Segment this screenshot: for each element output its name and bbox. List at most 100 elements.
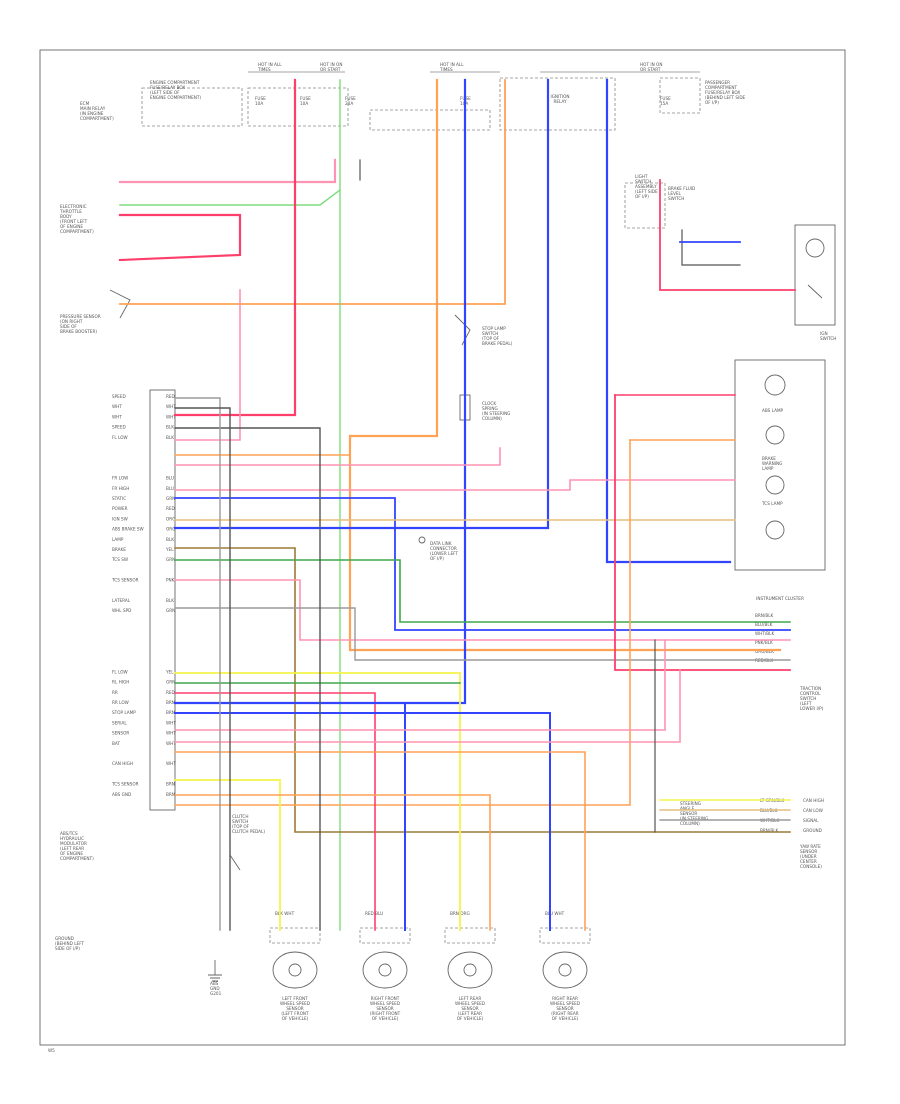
pin-label: TCS SW	[111, 557, 128, 562]
tcs-lamp-label: TCS LAMP	[761, 501, 783, 506]
right-rear-sensor-wire-label: BLU WHT	[545, 911, 565, 916]
pin-label: SENSOR	[112, 731, 129, 736]
wire-yellow-lf	[174, 779, 281, 931]
wire-code-label: WHT	[166, 414, 176, 419]
instrument-cluster-label: INSTRUMENT CLUSTER	[756, 596, 804, 601]
wire-code-label: YEL	[165, 669, 174, 674]
pin-label: SERIAL	[112, 720, 127, 725]
pin-label: WHT	[112, 404, 122, 409]
warning-lamp-icon	[765, 520, 785, 540]
page-border	[39, 49, 846, 1046]
right-front-sensor-wire-label: RED BLU	[365, 911, 383, 916]
bottom-right-connector-label: BRN/BLK	[760, 828, 779, 833]
wire-code-label: GRN	[166, 557, 175, 562]
wire-code-label: BLK	[166, 598, 174, 603]
wire-blue-3	[605, 78, 732, 564]
pin-label: BAT	[112, 741, 120, 746]
left-rear-sensor-core	[463, 963, 477, 977]
pin-label: WHL SPD	[112, 608, 131, 613]
right-rear-sensor-icon	[542, 951, 588, 989]
pin-label: SPEED	[112, 425, 126, 430]
wire-code-label: GRN	[166, 608, 175, 613]
right-front-sensor-connector	[359, 927, 411, 944]
wire-code-label: RED	[166, 690, 175, 695]
data-link-dot	[418, 536, 426, 544]
left-front-sensor-connector	[269, 927, 321, 944]
pin-label: WHT	[112, 414, 122, 419]
wire-pink-bus	[174, 579, 791, 641]
pin-label: FL LOW	[112, 669, 128, 674]
pin-label: STOP LAMP	[112, 710, 136, 715]
bottom-right-pin-label: GROUND	[803, 828, 822, 833]
left-front-sensor-core	[288, 963, 302, 977]
wire-top-pink	[118, 158, 337, 184]
right-connector-label: BLU/BLK	[755, 622, 773, 627]
wire-code-label: ORG	[166, 516, 175, 521]
pin-label: POWER	[112, 506, 128, 511]
abs-lamp-label: ABS LAMP	[762, 408, 784, 413]
left-rear-sensor-connector	[444, 927, 496, 944]
fuse-box-relay	[369, 109, 491, 131]
wire-code-label: WHT	[166, 720, 176, 725]
left-front-sensor-icon	[272, 951, 318, 989]
pin-label: RL HIGH	[112, 680, 129, 685]
wire-pink-v	[174, 289, 241, 441]
pin-label: BRAKE	[112, 547, 126, 552]
wire-code-label: BLK	[166, 425, 174, 430]
ground-icon	[208, 960, 222, 982]
wire-pink-cluster	[174, 479, 736, 491]
wire-code-label: PNK	[166, 578, 175, 583]
fuse-box-mid	[247, 87, 349, 127]
wire-code-label: BLU	[166, 486, 174, 491]
wire-pink-mid	[174, 447, 501, 466]
wire-orange-rr	[174, 751, 586, 931]
pressure-sensor-symbol	[109, 289, 131, 319]
wire-code-label: BRN	[166, 700, 175, 705]
pin-label: RR	[112, 690, 118, 695]
pin-label: IGN SW	[112, 516, 128, 521]
wire-gray-gnd	[174, 397, 221, 931]
wire-orange-lr	[174, 794, 491, 931]
wire-orange-down	[174, 439, 631, 806]
ignition-switch-icon	[805, 238, 825, 258]
right-rear-sensor-connector	[539, 927, 591, 944]
pin-label: ABS GND	[112, 792, 131, 797]
right-front-sensor-core	[378, 963, 392, 977]
wire-brown-bus	[174, 547, 791, 833]
wire-red-right	[659, 179, 796, 291]
wire-black-right	[681, 229, 741, 266]
pin-label: FR LOW	[112, 476, 128, 481]
pin-label: TCS SENSOR	[111, 578, 139, 583]
wire-red-main	[173, 78, 297, 417]
right-connector-label: ORG/BLK	[755, 649, 774, 654]
right-connector-label: PNK/BLK	[755, 640, 773, 645]
pin-label: STATIC	[112, 496, 126, 501]
wire-blue-2	[173, 78, 550, 530]
wire-gray-bus	[174, 607, 791, 661]
pin-label: LATERAL	[112, 598, 131, 603]
pin-label: SPEED	[112, 394, 126, 399]
wire-blue-rr	[174, 712, 551, 931]
